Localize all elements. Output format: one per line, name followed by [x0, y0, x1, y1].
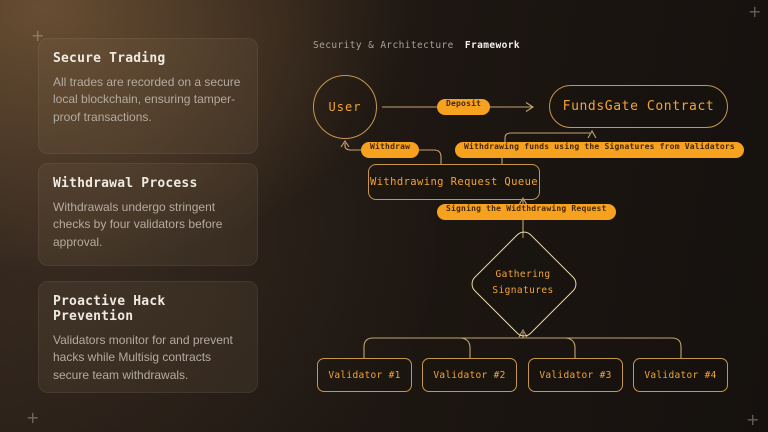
- card-title: Proactive Hack Prevention: [53, 294, 166, 324]
- validator-3-node: Validator #3: [528, 358, 623, 392]
- decision-line1: Gathering: [495, 269, 551, 280]
- withdraw-arrowhead: [340, 140, 350, 148]
- funds-line-upper: [504, 132, 590, 142]
- diagram-heading: Security & Architecture Framework: [313, 40, 520, 51]
- corner-mark-top-right: +: [748, 2, 762, 21]
- heading-emphasis: Framework: [464, 40, 520, 51]
- tree-outer: [363, 337, 682, 358]
- decision-line2: Signatures: [492, 284, 554, 296]
- card-body: All trades are recorded on a secure loca…: [53, 75, 241, 124]
- fundsgate-contract-node: FundsGate Contract: [549, 85, 728, 128]
- tree-arrowhead: [518, 328, 528, 338]
- heading-prefix: Security & Architecture: [313, 40, 454, 51]
- card-hack-prevention: Proactive Hack Prevention Validators mon…: [38, 281, 258, 393]
- card-body: Validators monitor for and prevent hacks…: [53, 333, 233, 382]
- validator-1-node: Validator #1: [317, 358, 412, 392]
- card-withdrawal-process: Withdrawal Process Withdrawals undergo s…: [38, 163, 258, 266]
- corner-mark-bottom-right: +: [746, 410, 760, 429]
- deposit-arrowhead: [525, 102, 535, 112]
- gathering-signatures-label: Gathering Signatures: [463, 267, 583, 298]
- corner-mark-bottom-left: +: [26, 408, 40, 427]
- signing-arrowhead: [518, 196, 528, 206]
- deposit-badge: Deposit: [437, 99, 491, 115]
- user-node: User: [313, 75, 377, 139]
- withdraw-badge: Withdraw: [361, 142, 420, 158]
- withdrawing-funds-badge: Withdrawing funds using the Signatures f…: [455, 142, 744, 158]
- tree-branch-3: [565, 337, 576, 358]
- card-title: Withdrawal Process: [53, 176, 198, 191]
- card-secure-trading: Secure Trading All trades are recorded o…: [38, 38, 258, 154]
- tree-branch-2: [460, 337, 471, 358]
- funds-arrowhead: [587, 129, 597, 139]
- validator-4-node: Validator #4: [633, 358, 728, 392]
- withdrawing-request-queue-node: Withdrawing Request Queue: [368, 164, 540, 200]
- card-body: Withdrawals undergo stringent checks by …: [53, 200, 223, 249]
- validator-2-node: Validator #2: [422, 358, 517, 392]
- card-title: Secure Trading: [53, 51, 166, 66]
- signing-request-badge: Signing the Widthdrawing Request: [437, 204, 616, 220]
